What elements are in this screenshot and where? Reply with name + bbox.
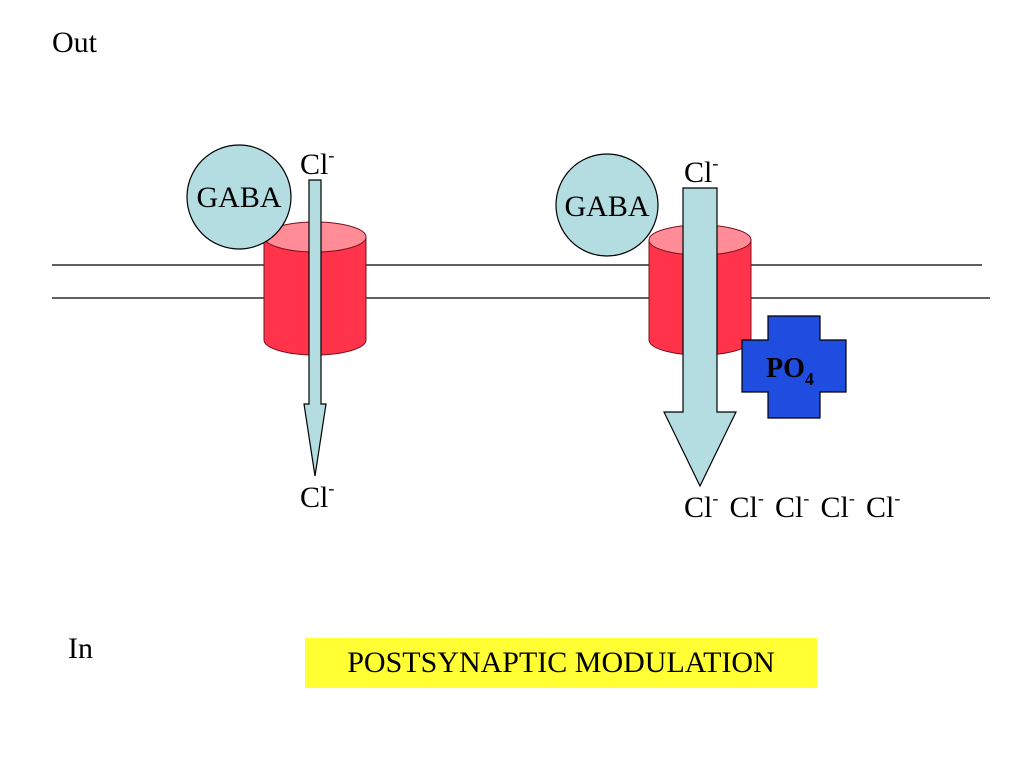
- postsynaptic-modulation-banner: POSTSYNAPTIC MODULATION: [305, 638, 817, 688]
- right-chloride-arrow: [663, 187, 737, 488]
- left-cl-top: Cl-: [300, 145, 334, 181]
- right-cl-bottom-ion: Cl-: [821, 488, 855, 524]
- left-gaba-label: GABA: [196, 181, 281, 214]
- right-cl-bottom-row: Cl- Cl- Cl- Cl- Cl-: [684, 488, 900, 524]
- left-gaba-ligand: GABA: [186, 144, 292, 250]
- right-cl-bottom-ion: Cl-: [730, 488, 764, 524]
- right-gaba-label: GABA: [564, 190, 649, 223]
- phosphate-group: PO4: [741, 315, 847, 419]
- right-cl-bottom-ion: Cl-: [866, 488, 900, 524]
- right-cl-bottom-ion: Cl-: [775, 488, 809, 524]
- left-cl-bottom: Cl-: [300, 478, 334, 514]
- right-cl-top: Cl-: [684, 153, 718, 189]
- out-label: Out: [52, 26, 97, 59]
- right-gaba-ligand: GABA: [555, 153, 659, 257]
- in-label: In: [68, 632, 93, 665]
- phosphate-label: PO4: [766, 353, 814, 389]
- right-cl-bottom-ion: Cl-: [684, 488, 718, 524]
- left-chloride-arrow: [303, 179, 327, 477]
